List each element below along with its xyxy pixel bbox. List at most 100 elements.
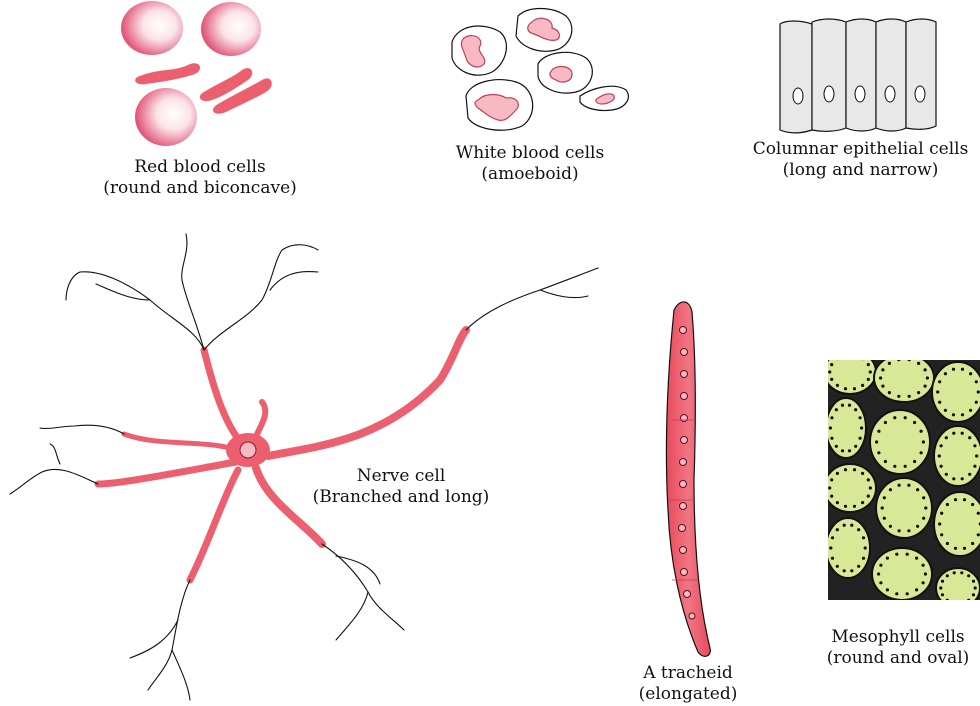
chloroplast-dot xyxy=(879,563,883,567)
chloroplast-dot xyxy=(844,354,847,357)
chloroplast-dot xyxy=(834,444,838,448)
columnar-nucleus xyxy=(823,85,835,103)
chloroplast-dot xyxy=(907,483,911,487)
chloroplast-dot xyxy=(897,394,901,398)
chloroplast-dot xyxy=(940,579,945,583)
nerve-nucleus xyxy=(239,441,257,459)
chloroplast-dot xyxy=(879,376,883,380)
chloroplast-dot xyxy=(842,569,846,573)
tracheid-pit xyxy=(680,392,688,400)
columnar-cell xyxy=(875,18,907,132)
chloroplast-dot xyxy=(830,494,834,498)
chloroplast-dot xyxy=(830,416,834,420)
chloroplast-dot xyxy=(967,598,971,600)
chloroplast-dot xyxy=(951,413,956,417)
chloroplast-dot xyxy=(853,354,856,357)
mesophyll-cell xyxy=(873,360,935,403)
chloroplast-dot xyxy=(973,464,977,468)
chloroplast-dot xyxy=(975,454,979,458)
tracheid-pit xyxy=(679,546,687,554)
chloroplast-dot xyxy=(969,372,973,376)
chloroplast-dot xyxy=(897,360,901,362)
chloroplast-dot xyxy=(840,449,845,453)
chloroplast-dot xyxy=(903,416,907,420)
tracheid-pit xyxy=(680,414,688,422)
caption-title: A tracheid xyxy=(643,663,733,683)
caption-title: Columnar epithelial cells xyxy=(752,139,969,159)
chloroplast-dot xyxy=(877,429,881,433)
chloroplast-dot xyxy=(834,408,838,412)
chloroplast-dot xyxy=(976,390,980,394)
chloroplast-dot xyxy=(866,494,870,498)
mesophyll-cell xyxy=(931,361,980,423)
caption-red-blood-cells: Red blood cells (round and biconcave) xyxy=(80,157,320,199)
wbc-nucleus xyxy=(549,65,573,83)
chloroplast-dot xyxy=(861,556,866,560)
rbc-disc xyxy=(201,2,261,56)
chloroplast-dot xyxy=(857,564,861,568)
caption-note: (round and biconcave) xyxy=(103,178,297,198)
chloroplast-dot xyxy=(939,586,943,590)
chloroplast-dot xyxy=(830,363,834,367)
chloroplast-dot xyxy=(960,571,964,575)
chloroplast-dot xyxy=(835,471,840,475)
chloroplast-dot xyxy=(861,360,864,361)
tracheid-cell xyxy=(665,301,711,657)
mesophyll-drawing xyxy=(828,354,980,605)
caption-title: Nerve cell xyxy=(356,466,446,486)
caption-note: (elongated) xyxy=(638,684,738,704)
chloroplast-dot xyxy=(903,464,907,468)
chloroplast-dot xyxy=(921,440,926,444)
chloroplast-dot xyxy=(835,528,839,532)
chloroplast-dot xyxy=(883,420,888,425)
chloroplast-dot xyxy=(861,471,865,475)
wbc-nucleus xyxy=(527,17,561,41)
chloroplast-dot xyxy=(917,361,921,365)
chloroplast-dot xyxy=(866,377,870,381)
mesophyll-cell xyxy=(869,409,931,475)
chloroplast-dot xyxy=(847,449,852,453)
chloroplast-dot xyxy=(917,391,921,395)
chloroplast-dot xyxy=(940,593,945,597)
chloroplast-dot xyxy=(885,556,890,560)
tracheid-pit xyxy=(680,348,688,356)
tracheid-pit xyxy=(688,612,696,620)
rbc-side-view xyxy=(199,68,253,102)
chloroplast-dot xyxy=(860,426,864,430)
rbc-side-view xyxy=(212,78,272,114)
mesophyll-cell xyxy=(871,547,933,600)
chloroplast-dot xyxy=(973,444,977,448)
chloroplast-dot xyxy=(857,528,861,532)
chloroplast-dot xyxy=(852,387,857,391)
columnar-cell xyxy=(811,18,847,132)
caption-mesophyll-cells: Mesophyll cells (round and oval) xyxy=(816,627,980,669)
columnar-nucleus xyxy=(792,87,804,105)
chloroplast-dot xyxy=(907,529,911,533)
caption-note: (amoeboid) xyxy=(481,164,579,184)
chloroplast-dot xyxy=(939,444,943,448)
columnar-cell xyxy=(905,18,937,130)
tracheid-pit xyxy=(679,458,687,466)
chloroplast-dot xyxy=(974,400,978,404)
chloroplast-dot xyxy=(945,574,949,578)
chloroplast-dot xyxy=(971,593,976,597)
chloroplast-dot xyxy=(973,586,977,590)
chloroplast-dot xyxy=(887,361,892,365)
tracheid-pit xyxy=(679,502,687,510)
chloroplast-dot xyxy=(897,529,901,533)
columnar-nucleus xyxy=(854,85,866,103)
chloroplast-dot xyxy=(913,459,917,464)
chloroplast-dot xyxy=(835,564,839,568)
chloroplast-dot xyxy=(881,368,885,372)
chloroplast-dot xyxy=(897,483,901,487)
nerve-cell-drawing xyxy=(9,233,599,701)
chloroplast-dot xyxy=(953,602,956,605)
chloroplast-dot xyxy=(866,478,870,482)
chloroplast-dot xyxy=(830,436,834,440)
chloroplast-dot xyxy=(875,440,879,444)
caption-columnar-epithelial-cells: Columnar epithelial cells (long and narr… xyxy=(741,139,980,181)
chloroplast-dot xyxy=(858,416,862,420)
chloroplast-dot xyxy=(919,451,923,455)
chloroplast-dot xyxy=(938,380,942,384)
